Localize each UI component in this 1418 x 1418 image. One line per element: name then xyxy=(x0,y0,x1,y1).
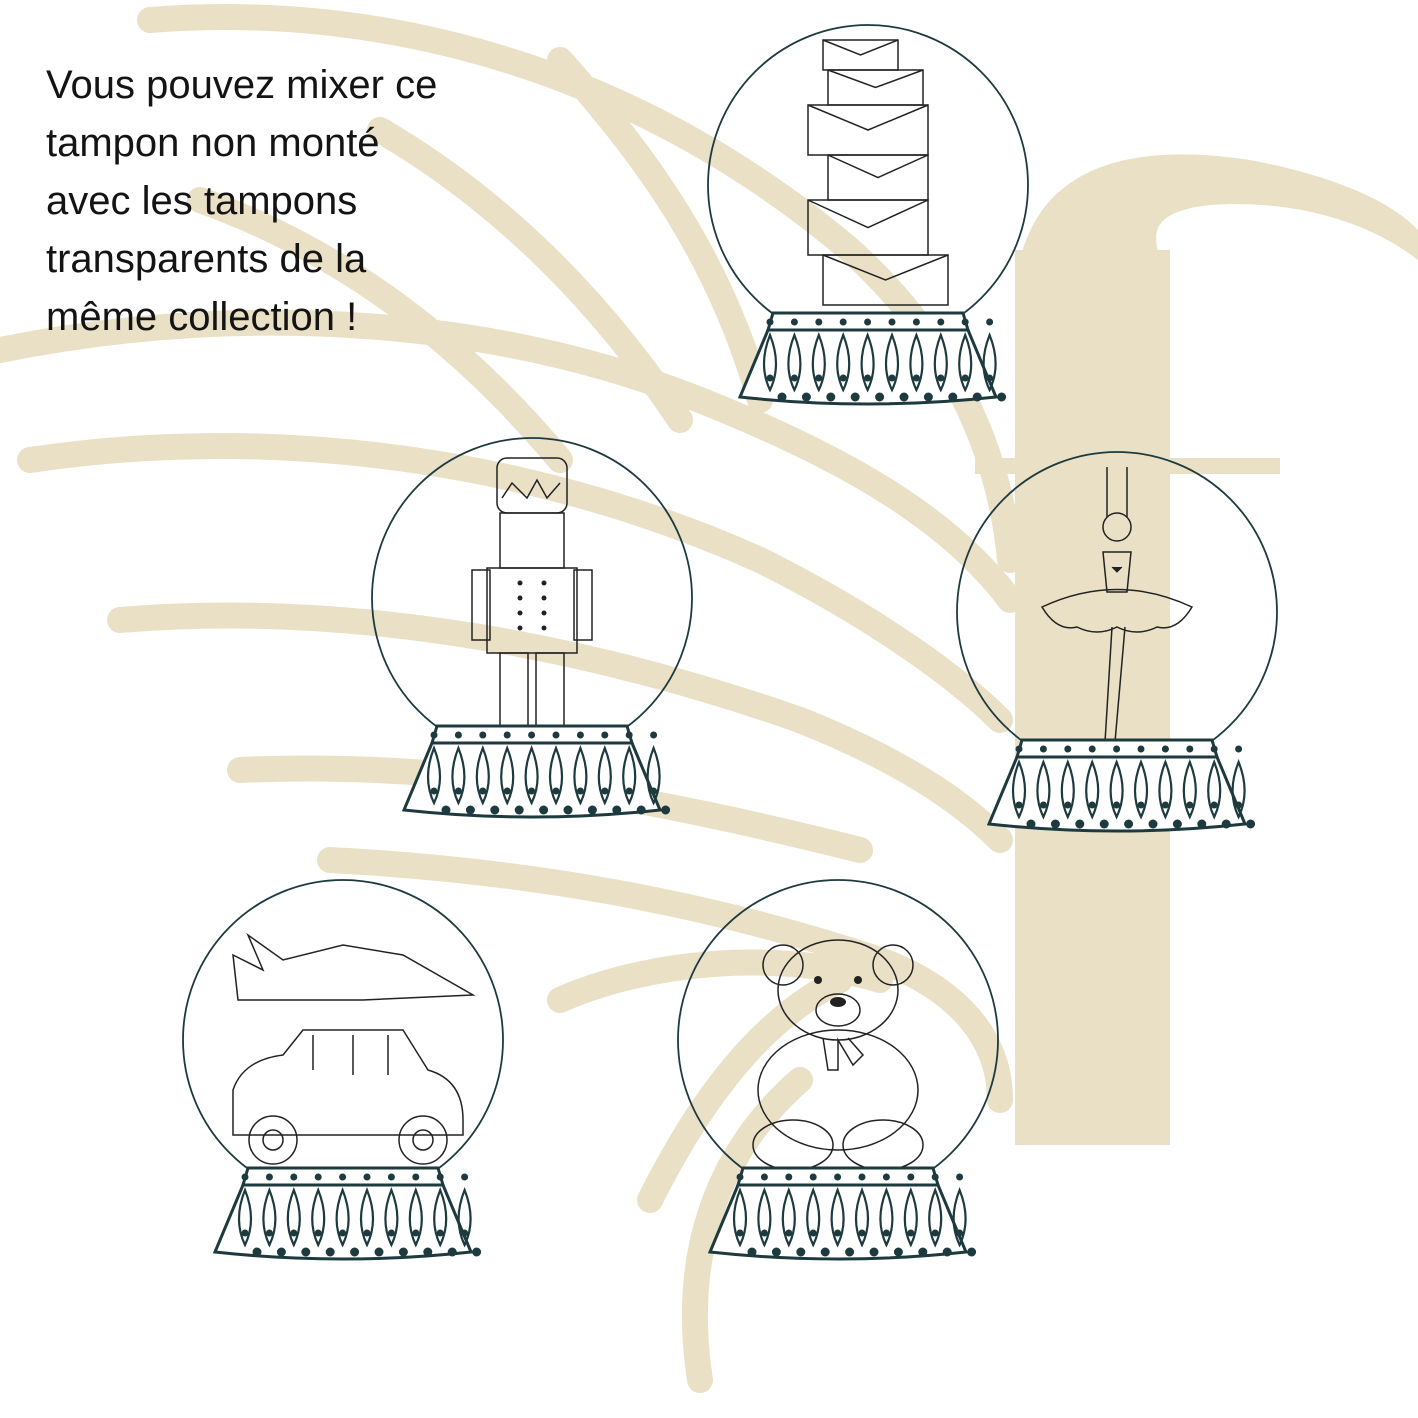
caption-text: Vous pouvez mixer ce tampon non monté av… xyxy=(46,56,437,346)
glass-dome xyxy=(707,24,1029,346)
glass-dome xyxy=(182,879,504,1201)
glass-dome xyxy=(371,437,693,759)
ornate-base xyxy=(401,724,671,819)
ornate-base xyxy=(986,738,1256,833)
caption-line: transparents de la xyxy=(46,237,367,281)
ornate-base xyxy=(707,1166,977,1261)
caption-line: avec les tampons xyxy=(46,179,358,223)
ballerina-globe xyxy=(956,451,1278,833)
ornate-base xyxy=(737,311,1007,406)
ballerina-drawing xyxy=(1040,467,1194,743)
nutcracker-globe xyxy=(371,437,693,819)
gift-stack-globe xyxy=(707,24,1029,406)
gifts-drawing xyxy=(807,39,949,306)
letter-f-watermark xyxy=(975,154,1418,1145)
caption-line: même collection ! xyxy=(46,295,358,339)
bear-drawing xyxy=(752,939,924,1171)
caption-line: tampon non monté xyxy=(46,121,380,165)
teddy-bear-globe xyxy=(677,879,999,1261)
nutcracker-drawing xyxy=(471,457,593,729)
car-drawing xyxy=(232,932,476,1165)
ornate-base xyxy=(212,1166,482,1261)
car-with-tree-globe xyxy=(182,879,504,1261)
caption-line: Vous pouvez mixer ce xyxy=(46,63,438,107)
